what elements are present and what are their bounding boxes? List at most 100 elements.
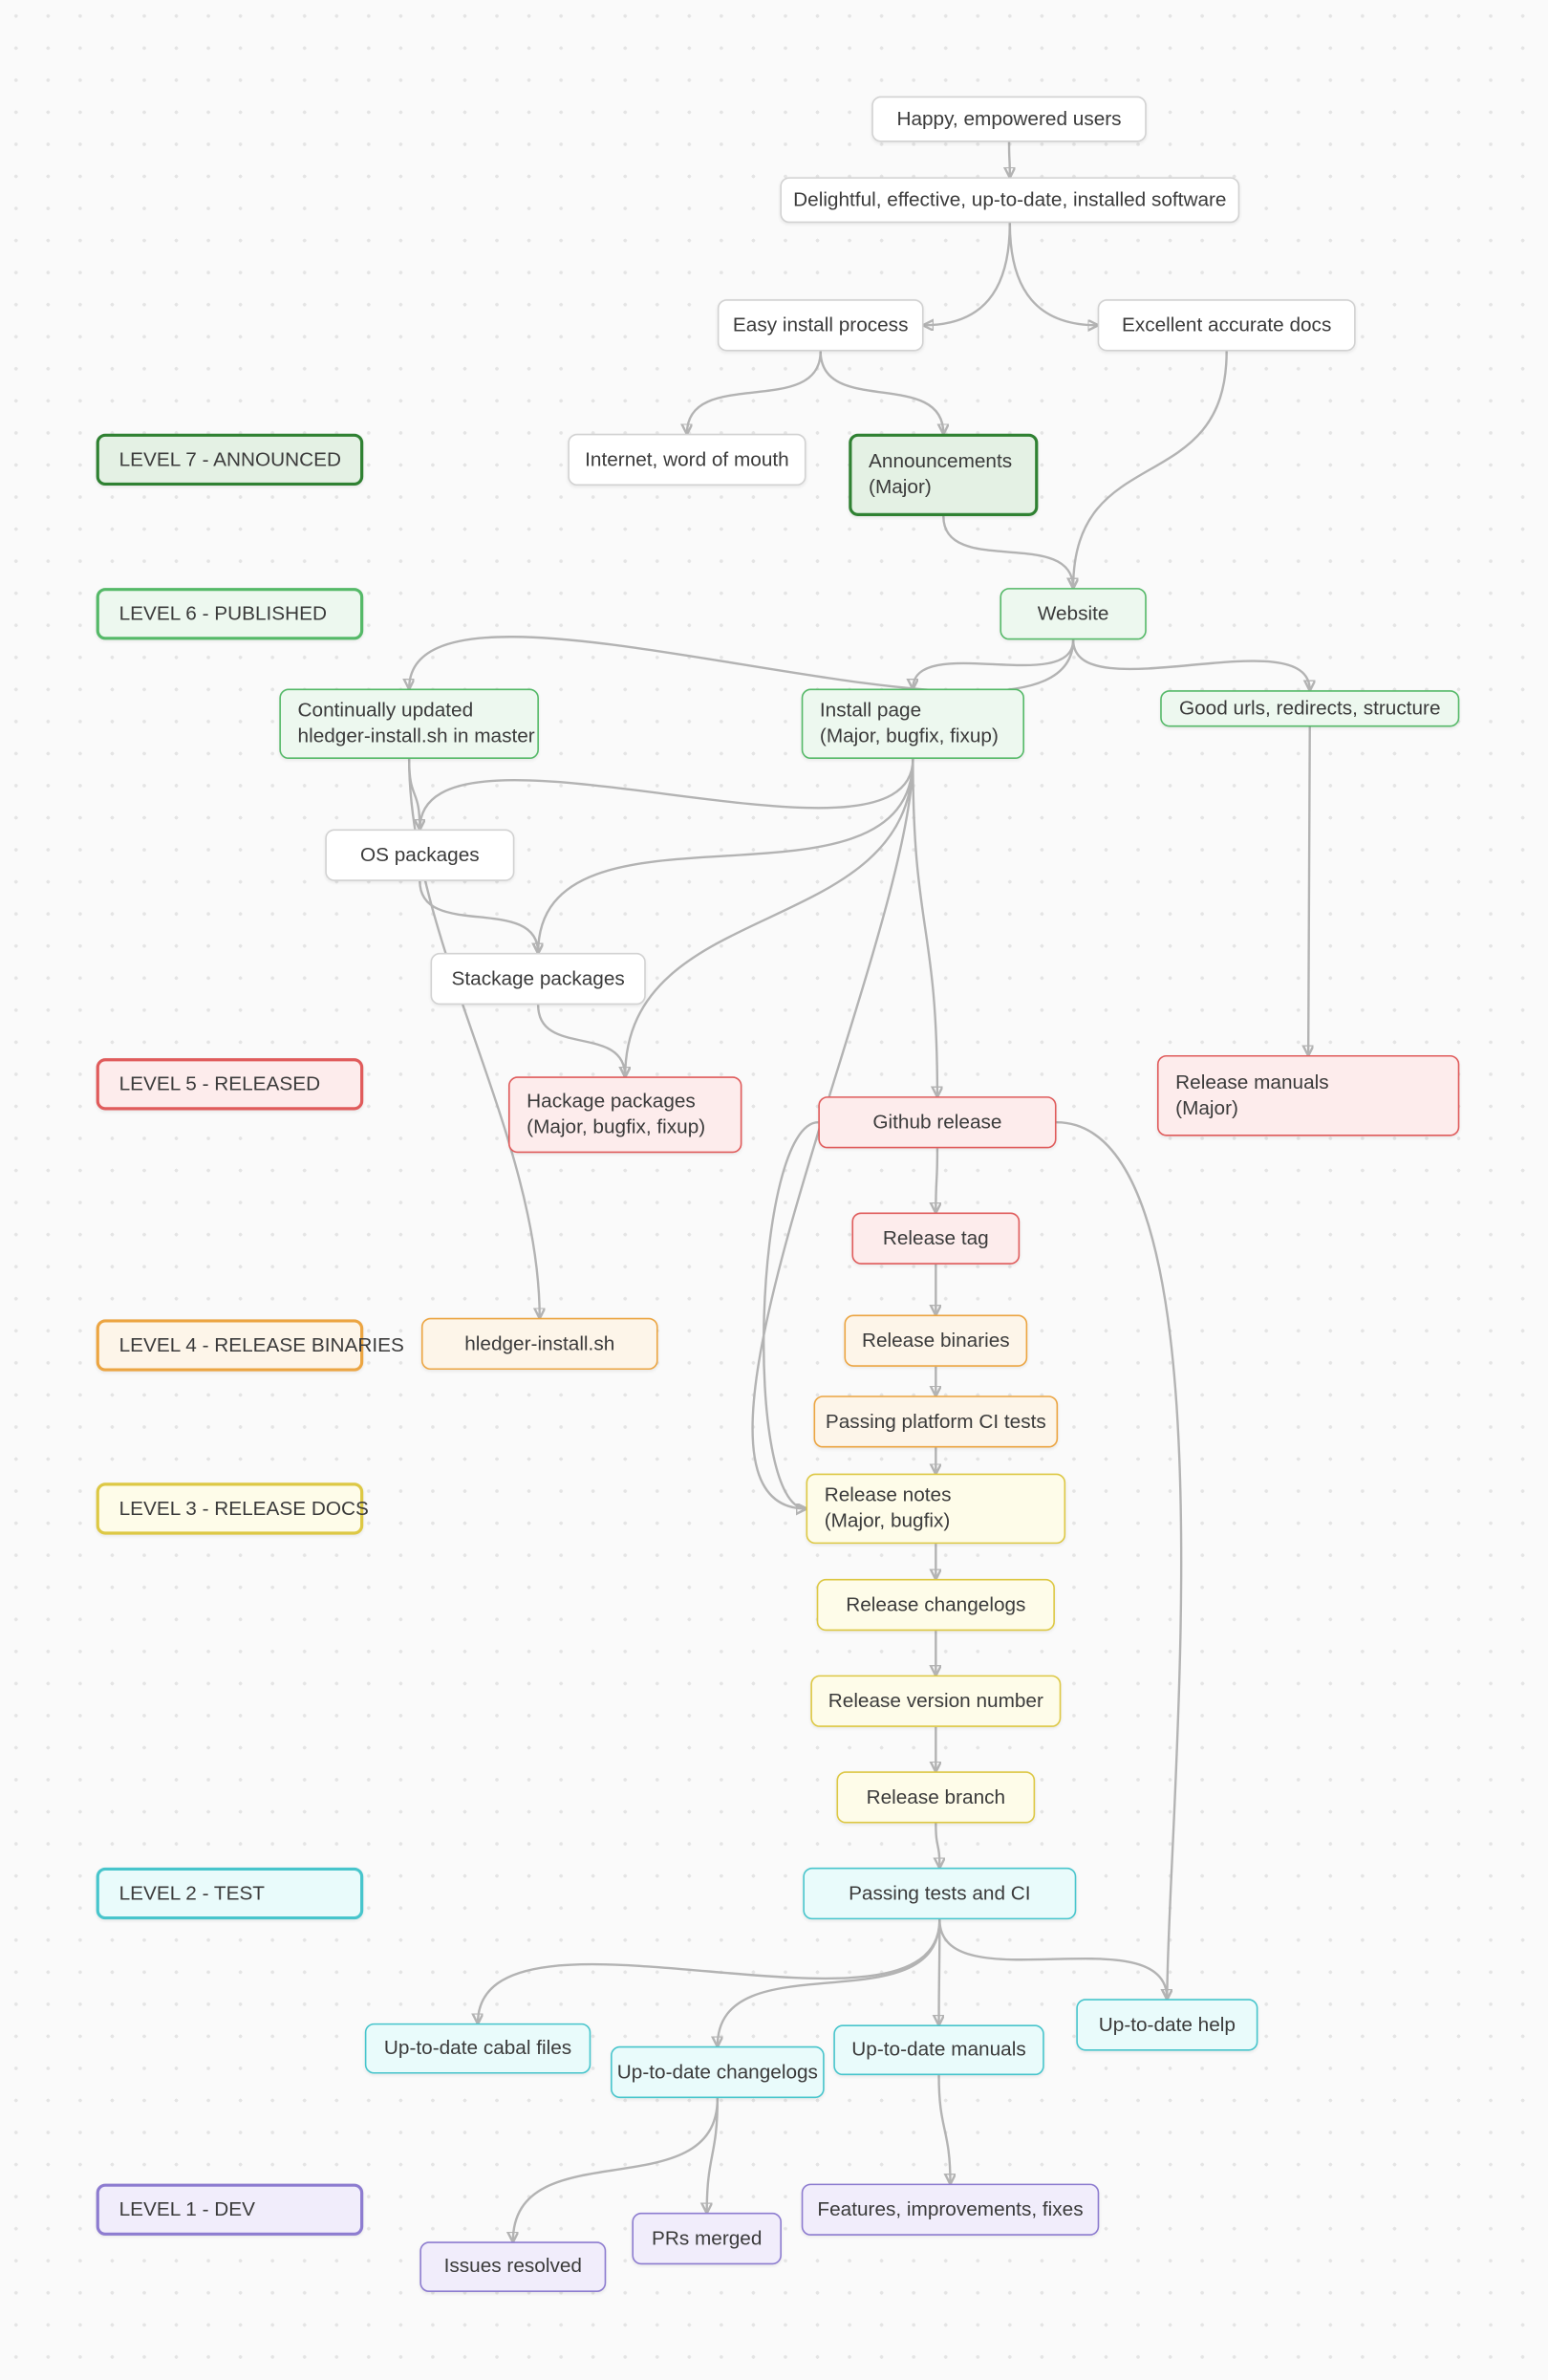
node-label: Release tag	[882, 1225, 989, 1249]
node-release-binaries: Release binaries	[844, 1314, 1028, 1367]
node-label: Features, improvements, fixes	[817, 2196, 1084, 2220]
edge-install-page-to-os-packages	[419, 759, 914, 829]
level-label-label: LEVEL 6 - PUBLISHED	[118, 600, 328, 624]
level-label-level1: LEVEL 1 - DEV	[96, 2183, 364, 2236]
node-label: Up-to-date changelogs	[616, 2059, 818, 2083]
node-label: OS packages	[359, 842, 480, 866]
edge-good-urls-to-release-manuals	[1308, 726, 1310, 1054]
edge-happy-to-delightful	[1009, 141, 1010, 178]
edge-passing-tests-to-utd-changelogs	[718, 1919, 941, 2046]
level-label-label: LEVEL 7 - ANNOUNCED	[118, 446, 341, 470]
node-release-tag: Release tag	[851, 1212, 1021, 1265]
node-label: Good urls, redirects, structure	[1178, 695, 1441, 719]
node-good-urls: Good urls, redirects, structure	[1160, 690, 1460, 727]
edge-utd-changelogs-to-issues-resolved	[513, 2098, 720, 2241]
node-label: (Major)	[1175, 1095, 1238, 1119]
level-label-label: LEVEL 4 - RELEASE BINARIES	[118, 1331, 404, 1355]
node-label: Delightful, effective, up-to-date, insta…	[793, 186, 1227, 210]
node-label: (Major, bugfix)	[824, 1508, 951, 1532]
node-label: Issues resolved	[443, 2254, 582, 2278]
node-excellent-docs: Excellent accurate docs	[1097, 299, 1356, 352]
level-label-label: LEVEL 2 - TEST	[118, 1880, 265, 1904]
node-label: Hackage packages	[527, 1089, 696, 1113]
edge-os-packages-to-stackage	[419, 880, 538, 953]
level-label-level3: LEVEL 3 - RELEASE DOCS	[96, 1482, 369, 1535]
edge-excellent-docs-to-website	[1073, 351, 1228, 588]
level-label-label: LEVEL 5 - RELEASED	[118, 1071, 321, 1094]
node-label: Github release	[872, 1109, 1002, 1133]
node-features: Features, improvements, fixes	[801, 2183, 1100, 2236]
edge-install-page-to-hackage	[625, 759, 914, 1076]
node-website: Website	[1000, 588, 1147, 640]
edge-easy-install-to-announcements	[819, 351, 944, 433]
node-label: PRs merged	[651, 2225, 763, 2249]
node-label: Release branch	[866, 1784, 1006, 1807]
node-github-release: Github release	[818, 1096, 1057, 1149]
node-issues-resolved: Issues resolved	[419, 2241, 607, 2292]
edge-stackage-to-hackage	[536, 1005, 625, 1076]
node-label: Up-to-date manuals	[851, 2037, 1026, 2061]
level-label-level2: LEVEL 2 - TEST	[96, 1867, 364, 1920]
node-label: hledger-install.sh	[464, 1331, 615, 1354]
node-release-notes: Release notes(Major, bugfix)	[806, 1473, 1066, 1545]
edge-website-to-continually	[409, 636, 1075, 693]
edge-announcements-to-website	[942, 515, 1073, 588]
node-label: Stackage packages	[451, 965, 625, 989]
node-release-branch: Release branch	[836, 1771, 1036, 1824]
node-label: Release version number	[828, 1688, 1043, 1712]
edge-github-release-to-release-notes	[763, 1121, 819, 1508]
node-label: Release manuals	[1175, 1070, 1329, 1093]
edge-website-to-good-urls	[1071, 639, 1310, 690]
node-happy: Happy, empowered users	[871, 96, 1147, 142]
level-label-label: LEVEL 3 - RELEASE DOCS	[118, 1495, 369, 1519]
edge-github-release-to-utd-help	[1056, 1121, 1183, 1999]
node-easy-install: Easy install process	[717, 299, 924, 352]
node-label: (Major, bugfix, fixup)	[527, 1114, 706, 1138]
node-os-packages: OS packages	[325, 829, 515, 881]
node-announcements: Announcements(Major)	[849, 433, 1039, 516]
edge-easy-install-to-internet	[687, 351, 822, 433]
node-release-changelogs: Release changelogs	[816, 1578, 1055, 1632]
edge-utd-changelogs-to-prs-merged	[707, 2098, 720, 2213]
edge-install-page-to-stackage	[538, 759, 914, 953]
node-label: Up-to-date cabal files	[383, 2035, 572, 2059]
node-utd-help: Up-to-date help	[1076, 1999, 1258, 2051]
node-passing-tests: Passing tests and CI	[803, 1867, 1077, 1920]
edge-passing-tests-to-utd-manuals	[939, 1919, 940, 2024]
node-label: Passing platform CI tests	[825, 1408, 1046, 1432]
node-label: Excellent accurate docs	[1121, 312, 1332, 335]
edge-passing-tests-to-cabal-files	[478, 1919, 941, 2023]
node-release-manuals: Release manuals(Major)	[1156, 1054, 1460, 1136]
node-release-version: Release version number	[810, 1675, 1062, 1727]
edge-delightful-to-easy-install	[924, 223, 1012, 325]
edge-website-to-install-page	[913, 639, 1075, 688]
node-utd-changelogs: Up-to-date changelogs	[611, 2045, 825, 2099]
level-label-level6: LEVEL 6 - PUBLISHED	[96, 588, 364, 640]
node-label: Easy install process	[732, 312, 909, 335]
node-label: hledger-install.sh in master	[297, 724, 535, 747]
node-label: Passing tests and CI	[849, 1880, 1031, 1904]
node-utd-manuals: Up-to-date manuals	[833, 2024, 1044, 2076]
node-label: Announcements	[869, 448, 1013, 472]
level-label-level4: LEVEL 4 - RELEASE BINARIES	[96, 1319, 404, 1372]
edge-utd-manuals-to-features	[937, 2075, 951, 2183]
node-label: Website	[1037, 600, 1109, 624]
node-label: Up-to-date help	[1098, 2011, 1236, 2035]
edge-passing-tests-to-utd-help	[938, 1919, 1167, 1999]
node-label: Release binaries	[861, 1328, 1010, 1352]
edge-install-page-to-release-notes	[751, 759, 914, 1508]
node-label: (Major, bugfix, fixup)	[819, 724, 999, 747]
level-label-level5: LEVEL 5 - RELEASED	[96, 1058, 364, 1111]
level-label-label: LEVEL 1 - DEV	[118, 2196, 255, 2220]
node-install-page: Install page(Major, bugfix, fixup)	[801, 688, 1024, 760]
node-label: Happy, empowered users	[896, 106, 1122, 130]
node-label: Install page	[819, 698, 922, 722]
edge-release-branch-to-passing-tests	[935, 1823, 939, 1868]
node-cabal-files: Up-to-date cabal files	[364, 2023, 591, 2074]
node-hledger-install: hledger-install.sh	[420, 1317, 658, 1371]
node-delightful: Delightful, effective, up-to-date, insta…	[780, 177, 1240, 224]
node-hackage: Hackage packages(Major, bugfix, fixup)	[508, 1076, 742, 1154]
